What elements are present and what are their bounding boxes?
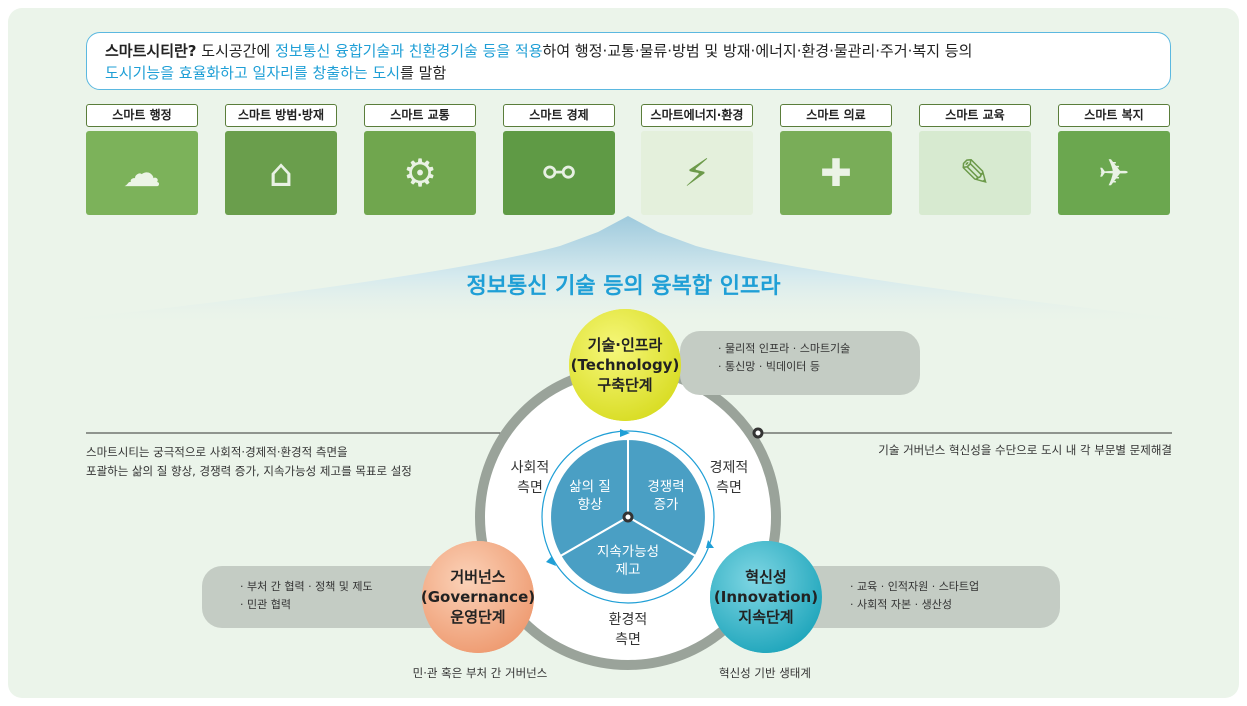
inner-dotted-ring xyxy=(541,430,715,604)
category-image: ✚ xyxy=(780,131,892,215)
category-tile-education: 스마트 교육 ✎ xyxy=(919,104,1031,216)
competitiveness-segment-label: 경쟁력 증가 xyxy=(636,478,696,514)
gov-circle-label: 거버넌스 (Governance) 운영단계 xyxy=(413,567,543,627)
category-image: ⌂ xyxy=(225,131,337,215)
energy-city-icon: ⚡ xyxy=(683,151,711,195)
tech-bullets-2: · 통신망 · 빅데이터 등 xyxy=(718,360,820,373)
social-line-1: 사회적 xyxy=(510,460,550,476)
definition-text-1: 도시공간에 xyxy=(196,42,276,60)
category-tile-transport: 스마트 교통 ⚙ xyxy=(364,104,476,216)
quality-line-1: 삶의 질 xyxy=(569,479,611,495)
definition-box: 스마트시티란? 도시공간에 정보통신 융합기술과 친환경기술 등을 적용하여 행… xyxy=(86,32,1171,90)
center-dot xyxy=(622,511,634,523)
segment-competitiveness xyxy=(627,437,707,558)
category-label: 스마트 복지 xyxy=(1058,104,1170,127)
category-tile-welfare: 스마트 복지 ✈ xyxy=(1058,104,1170,216)
definition-highlight-2: 도시기능을 효율화하고 일자리를 창출하는 도시 xyxy=(105,64,401,82)
innov-detail-pill: · 교육 · 인적자원 · 스타트업 · 사회적 자본 · 생산성 xyxy=(790,566,1060,628)
doctor-screen-icon: ✚ xyxy=(820,151,852,195)
definition-text-3: 를 말함 xyxy=(400,64,447,82)
innov-bullets-2: · 사회적 자본 · 생산성 xyxy=(850,598,952,611)
cloud-network-icon: ☁ xyxy=(123,151,161,195)
category-label: 스마트 방범·방재 xyxy=(225,104,337,127)
category-tile-security: 스마트 방범·방재 ⌂ xyxy=(225,104,337,216)
category-label: 스마트 교육 xyxy=(919,104,1031,127)
social-line-2: 측면 xyxy=(517,480,543,496)
category-tile-energy: 스마트에너지·환경 ⚡ xyxy=(641,104,753,216)
upward-arrow-shape xyxy=(40,216,1210,322)
cycle-arrow-top xyxy=(620,429,630,437)
environmental-line-1: 환경적 xyxy=(608,612,648,628)
goal-note-line-2: 포괄하는 삶의 질 향상, 경쟁력 증가, 지속가능성 제고를 목표로 설정 xyxy=(86,464,412,478)
gov-bullets-1: · 부처 간 협력 · 정책 및 제도 xyxy=(240,580,373,593)
category-tile-administration: 스마트 행정 ☁ xyxy=(86,104,198,216)
gov-line-3: 운영단계 xyxy=(450,608,506,626)
sustainability-line-1: 지속가능성 xyxy=(596,544,660,560)
category-image: ⚡ xyxy=(641,131,753,215)
category-image: ☁ xyxy=(86,131,198,215)
competitiveness-line-1: 경쟁력 xyxy=(647,479,685,495)
category-label: 스마트 행정 xyxy=(86,104,198,127)
innov-note: 혁신성 기반 생태계 xyxy=(719,666,811,680)
category-tile-economy: 스마트 경제 ⚯ xyxy=(503,104,615,216)
innov-line-2: (Innovation) xyxy=(713,588,819,606)
house-security-icon: ⌂ xyxy=(268,151,294,195)
tech-detail-pill: · 물리적 인프라 · 스마트기술 · 통신망 · 빅데이터 등 xyxy=(680,331,920,395)
infra-headline: 정보통신 기술 등의 융복합 인프라 xyxy=(466,274,781,299)
economic-line-2: 측면 xyxy=(716,480,742,496)
economy-network-icon: ⚯ xyxy=(543,151,575,195)
quality-segment-label: 삶의 질 향상 xyxy=(560,478,620,514)
tech-line-2: (Technology) xyxy=(570,356,680,374)
definition-highlight-1: 정보통신 융합기술과 친환경기술 등을 적용 xyxy=(275,42,543,60)
competitiveness-line-2: 증가 xyxy=(653,497,679,513)
category-image: ✈ xyxy=(1058,131,1170,215)
tech-line-1: 기술·인프라 xyxy=(587,336,663,354)
gov-note: 민·관 혹은 부처 간 거버넌스 xyxy=(412,666,548,680)
segment-quality xyxy=(549,437,629,558)
environmental-aspect-label: 환경적 측면 xyxy=(593,610,663,650)
innov-bullets-1: · 교육 · 인적자원 · 스타트업 xyxy=(850,580,980,593)
sustainability-line-2: 제고 xyxy=(615,562,641,578)
quality-line-2: 향상 xyxy=(577,497,603,513)
category-image: ✎ xyxy=(919,131,1031,215)
sustainability-segment-label: 지속가능성 제고 xyxy=(578,543,678,579)
category-label: 스마트 경제 xyxy=(503,104,615,127)
economic-aspect-label: 경제적 측면 xyxy=(694,458,764,498)
economic-line-1: 경제적 xyxy=(709,460,749,476)
segment-sustainability xyxy=(559,515,697,596)
goal-note: 스마트시티는 궁극적으로 사회적·경제적·환경적 측면을 포괄하는 삶의 질 향… xyxy=(86,443,506,481)
definition-title: 스마트시티란? xyxy=(105,42,197,60)
category-tile-medical: 스마트 의료 ✚ xyxy=(780,104,892,216)
tech-bullets-1: · 물리적 인프라 · 스마트기술 xyxy=(718,342,851,355)
welfare-network-icon: ✈ xyxy=(1098,151,1130,195)
tech-note: 기술 거버넌스 혁신성을 수단으로 도시 내 각 부문별 문제해결 xyxy=(878,443,1172,457)
ring-node-dot xyxy=(752,427,764,439)
tech-line-3: 구축단계 xyxy=(597,376,653,394)
environmental-line-2: 측면 xyxy=(615,632,641,648)
tech-circle-label: 기술·인프라 (Technology) 구축단계 xyxy=(565,335,685,395)
category-label: 스마트 교통 xyxy=(364,104,476,127)
traffic-circuit-icon: ⚙ xyxy=(402,151,438,195)
category-image: ⚙ xyxy=(364,131,476,215)
cycle-arrow-left xyxy=(546,556,556,566)
innov-line-3: 지속단계 xyxy=(738,608,794,626)
innov-line-1: 혁신성 xyxy=(745,568,787,586)
goal-note-line-1: 스마트시티는 궁극적으로 사회적·경제적·환경적 측면을 xyxy=(86,445,348,459)
gov-line-2: (Governance) xyxy=(420,588,536,606)
category-label: 스마트 의료 xyxy=(780,104,892,127)
social-aspect-label: 사회적 측면 xyxy=(495,458,565,498)
gov-bullets-2: · 민관 협력 xyxy=(240,598,291,611)
mobile-education-icon: ✎ xyxy=(959,151,991,195)
category-image: ⚯ xyxy=(503,131,615,215)
gov-line-1: 거버넌스 xyxy=(450,568,506,586)
gov-detail-pill: · 부처 간 협력 · 정책 및 제도 · 민관 협력 xyxy=(202,566,454,628)
innov-circle-label: 혁신성 (Innovation) 지속단계 xyxy=(701,567,831,627)
category-label: 스마트에너지·환경 xyxy=(641,104,753,127)
definition-text-2: 하여 행정·교통·물류·방범 및 방재·에너지·환경·물관리·주거·복지 등의 xyxy=(542,42,973,60)
